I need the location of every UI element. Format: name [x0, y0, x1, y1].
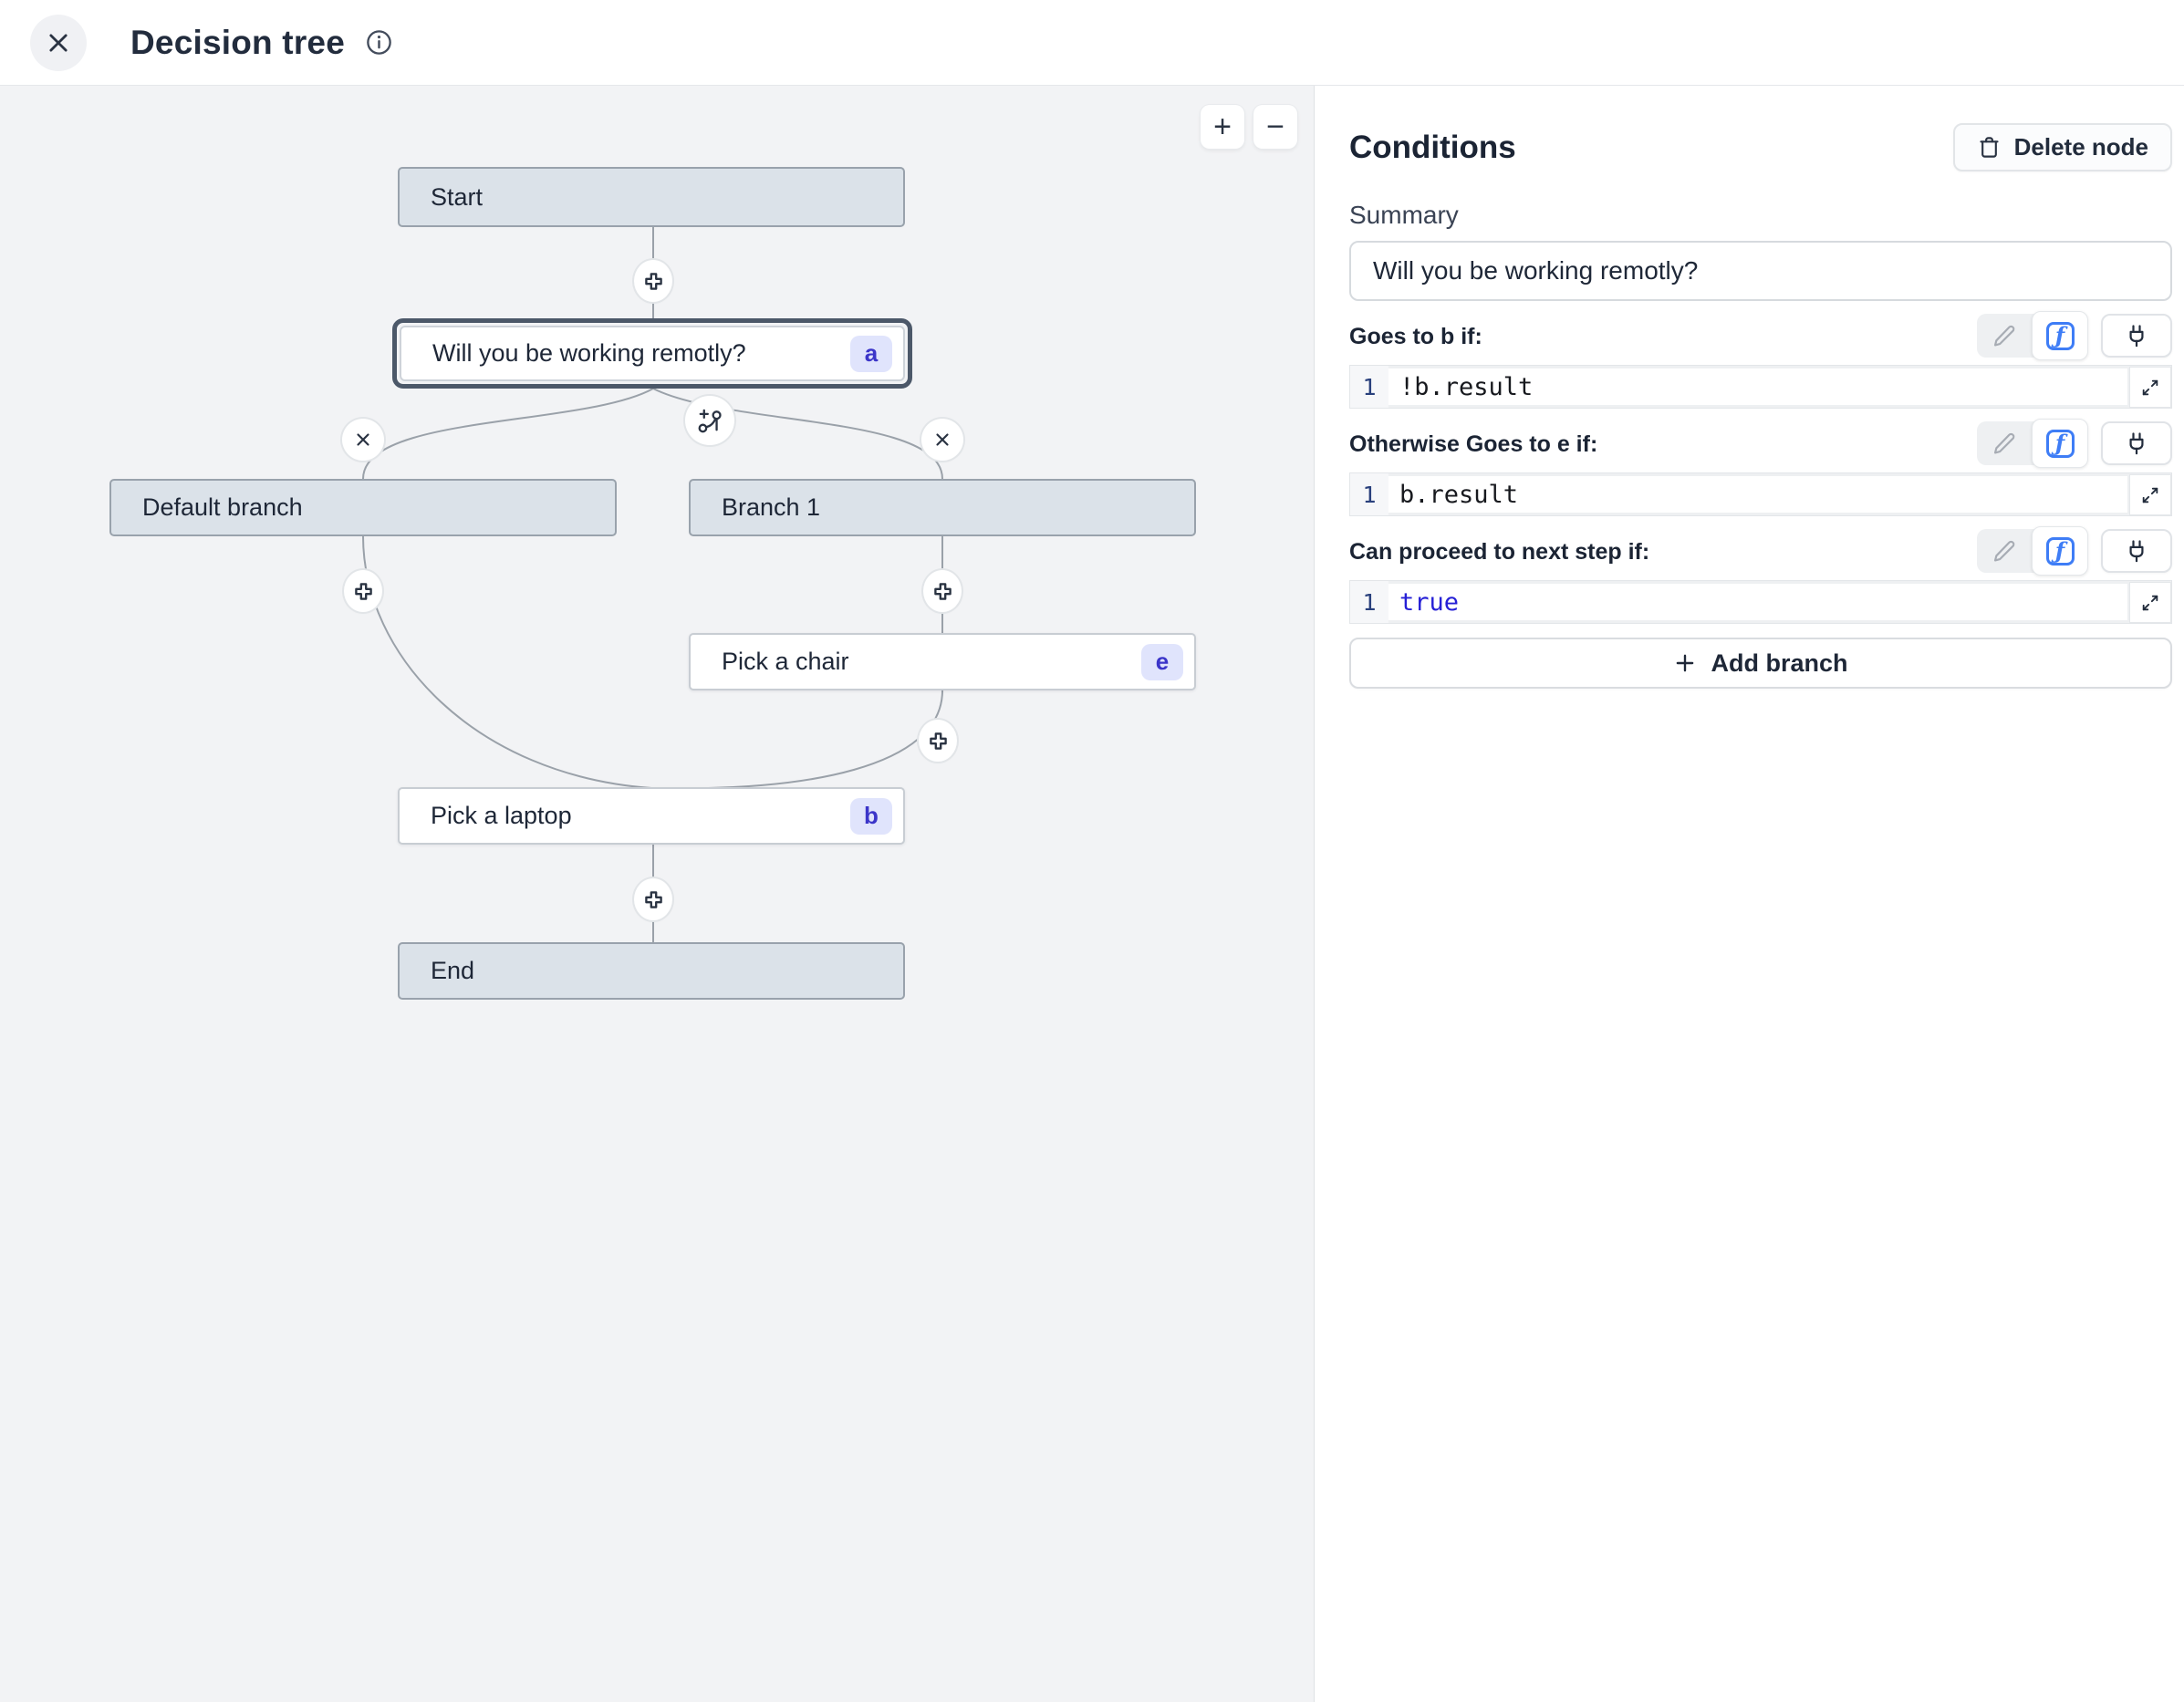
summary-label: Summary [1349, 201, 1459, 229]
delete-node-label: Delete node [2013, 133, 2148, 161]
close-button[interactable] [30, 14, 87, 71]
close-icon [49, 33, 68, 52]
code-text: !b.result [1399, 372, 1534, 401]
editor-mode-toggle: ƒ [1977, 526, 2088, 576]
plug-icon [2129, 540, 2144, 563]
flow-canvas[interactable]: Start Will you be working remotly? a Def… [0, 86, 1314, 1702]
code-text: b.result [1399, 480, 1519, 509]
expand-icon [2142, 487, 2158, 503]
plus-icon [1677, 654, 1694, 672]
pencil-icon [1993, 325, 2015, 347]
add-node-button[interactable] [919, 720, 957, 762]
code-mode-button[interactable]: ƒ [2032, 419, 2088, 468]
conditions-panel: Conditions Delete node Summary Will you … [1314, 86, 2184, 1702]
add-branch-icon [698, 409, 722, 433]
node-question-selected[interactable]: Will you be working remotly? a [392, 318, 912, 389]
remove-branch-button[interactable] [342, 419, 384, 461]
line-number: 1 [1350, 581, 1388, 623]
node-pick-chair[interactable]: Pick a chair e [689, 633, 1196, 690]
add-node-button[interactable] [923, 570, 962, 612]
text-mode-button[interactable] [1977, 529, 2032, 573]
expand-icon [2142, 379, 2158, 395]
node-start[interactable]: Start [398, 167, 905, 227]
plus-icon [644, 890, 662, 908]
pencil-icon [1993, 432, 2015, 454]
expand-editor-button[interactable] [2129, 367, 2171, 408]
code-editor[interactable]: 1 b.result [1349, 472, 2172, 516]
code-editor[interactable]: 1 true [1349, 580, 2172, 624]
zoom-out-icon: − [1266, 109, 1284, 144]
zoom-in-button[interactable]: + [1201, 105, 1244, 149]
info-icon[interactable] [365, 28, 393, 57]
plus-icon [354, 582, 372, 600]
node-label: Pick a chair [722, 648, 849, 675]
editor-mode-toggle: ƒ [1977, 419, 2088, 468]
connect-data-button[interactable] [2101, 529, 2172, 573]
node-pick-laptop[interactable]: Pick a laptop b [398, 787, 905, 845]
add-node-button[interactable] [344, 570, 382, 612]
remove-branch-button[interactable] [921, 419, 963, 461]
condition-section: Otherwise Goes to e if: ƒ [1349, 419, 2172, 516]
panel-title: Conditions [1349, 129, 1516, 165]
connect-data-button[interactable] [2101, 314, 2172, 358]
plus-icon [644, 272, 662, 290]
trash-icon [1980, 137, 1999, 158]
expand-editor-button[interactable] [2129, 582, 2171, 623]
condition-label: Otherwise Goes to e if: [1349, 431, 1598, 457]
plus-icon [933, 582, 952, 600]
condition-section: Can proceed to next step if: ƒ [1349, 526, 2172, 624]
expand-icon [2142, 595, 2158, 610]
node-badge: a [850, 335, 892, 372]
plug-icon [2129, 432, 2144, 455]
summary-value: Will you be working remotly? [1373, 256, 1699, 285]
page-title: Decision tree [130, 23, 345, 61]
function-icon: ƒ [2045, 429, 2075, 458]
editor-mode-toggle: ƒ [1977, 311, 2088, 360]
code-mode-button[interactable]: ƒ [2032, 311, 2088, 360]
code-mode-button[interactable]: ƒ [2032, 526, 2088, 576]
line-number: 1 [1350, 473, 1388, 515]
plus-icon [929, 732, 947, 750]
node-default-branch[interactable]: Default branch [109, 479, 617, 536]
add-node-button[interactable] [634, 260, 672, 302]
node-label: Will you be working remotly? [432, 339, 746, 367]
function-icon: ƒ [2045, 536, 2075, 566]
zoom-out-button[interactable]: − [1253, 105, 1297, 149]
x-icon [936, 433, 949, 446]
node-badge: e [1141, 643, 1183, 680]
node-branch-1[interactable]: Branch 1 [689, 479, 1196, 536]
node-label: Branch 1 [722, 493, 821, 521]
condition-section: Goes to b if: ƒ [1349, 311, 2172, 409]
text-mode-button[interactable] [1977, 421, 2032, 465]
add-node-button[interactable] [634, 878, 672, 920]
delete-node-button[interactable]: Delete node [1952, 123, 2172, 171]
condition-label: Can proceed to next step if: [1349, 539, 1650, 565]
text-mode-button[interactable] [1977, 314, 2032, 358]
add-branch-split-button[interactable] [685, 396, 734, 445]
expand-editor-button[interactable] [2129, 474, 2171, 515]
zoom-in-icon: + [1213, 109, 1232, 144]
node-label: End [431, 957, 475, 984]
node-end[interactable]: End [398, 942, 905, 1000]
code-editor[interactable]: 1 !b.result [1349, 365, 2172, 409]
add-branch-button[interactable]: Add branch [1349, 638, 2172, 689]
condition-label: Goes to b if: [1349, 324, 1482, 349]
add-branch-label: Add branch [1711, 649, 1848, 677]
node-label: Pick a laptop [431, 802, 572, 829]
node-badge: b [850, 797, 892, 835]
plug-icon [2129, 325, 2144, 348]
summary-input[interactable]: Will you be working remotly? [1349, 241, 2172, 301]
pencil-icon [1993, 540, 2015, 562]
node-label: Start [431, 182, 484, 211]
node-label: Default branch [142, 493, 303, 521]
code-text: true [1399, 587, 1460, 617]
x-icon [357, 433, 369, 446]
line-number: 1 [1350, 366, 1388, 408]
app-header: Decision tree [0, 0, 2184, 86]
function-icon: ƒ [2045, 321, 2075, 350]
connect-data-button[interactable] [2101, 421, 2172, 465]
